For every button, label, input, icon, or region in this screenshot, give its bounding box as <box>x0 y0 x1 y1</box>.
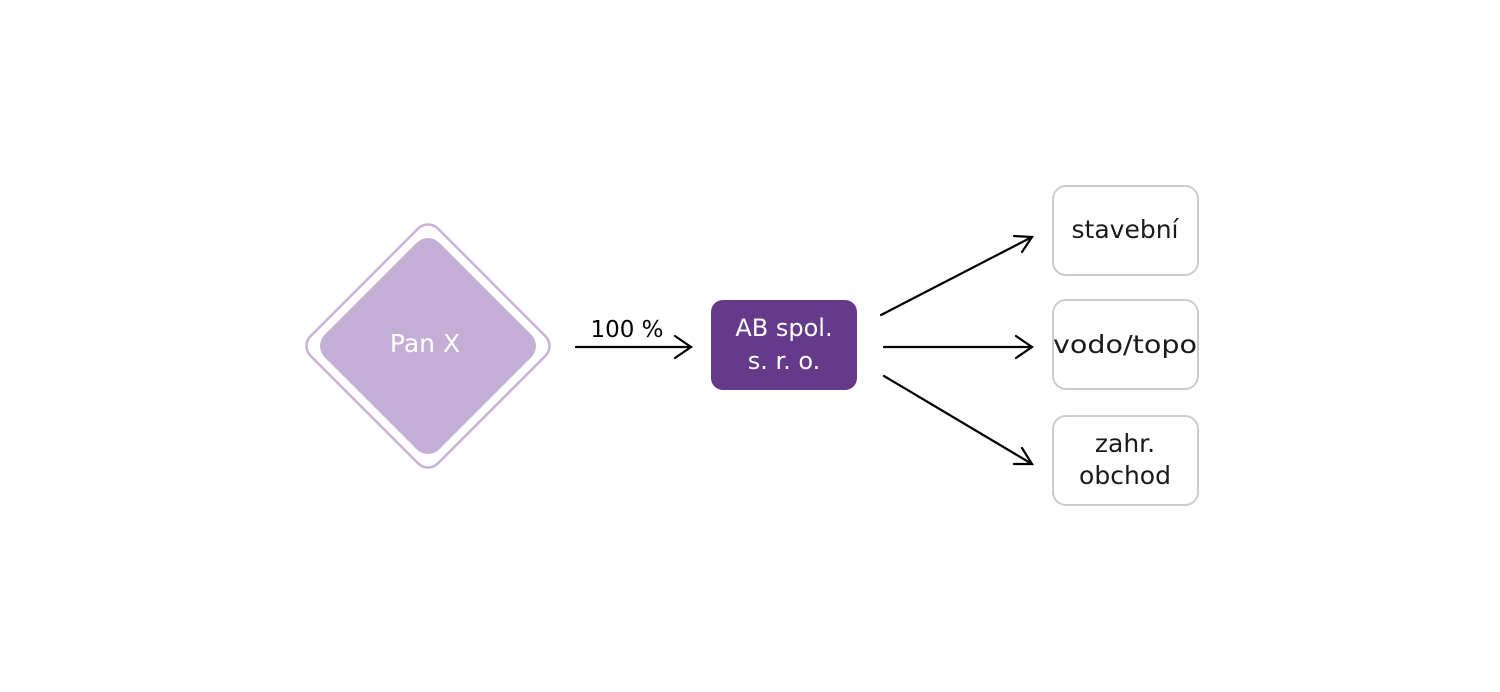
arrow-to-division-3 <box>882 374 1034 466</box>
division-node-label-line2: obchod <box>1079 461 1171 490</box>
owner-node-label: Pan X <box>390 329 460 358</box>
owner-node-shape <box>320 238 536 454</box>
division-node-shape <box>1052 185 1199 276</box>
ownership-arrowhead <box>673 334 693 360</box>
arrowhead-division-3 <box>1012 446 1034 466</box>
division-node-stavebni: stavební <box>1052 185 1199 276</box>
division-node-zahr-obchod: zahr. obchod <box>1052 415 1199 506</box>
division-arrows <box>879 234 1034 466</box>
company-node-label-line1: AB spol. <box>735 314 832 342</box>
division-node-shape <box>1052 415 1199 506</box>
division-node-label-line1: zahr. <box>1095 429 1155 458</box>
division-node-label: vodo/topo <box>1053 330 1197 359</box>
arrowhead-division-2 <box>1014 334 1034 360</box>
division-node-label: stavební <box>1072 215 1180 244</box>
ownership-edge: 100 % <box>574 317 693 360</box>
owner-node: Pan X <box>305 223 551 469</box>
company-node-shape <box>711 300 857 390</box>
arrowhead-division-1 <box>1012 234 1034 254</box>
company-node-label-line2: s. r. o. <box>748 347 821 375</box>
division-node-vodo-topo: vodo/topo <box>1052 299 1199 390</box>
division-node-shape <box>1052 299 1199 390</box>
owner-node-outline <box>305 223 551 469</box>
company-node: AB spol. s. r. o. <box>711 300 857 390</box>
ownership-percentage-label: 100 % <box>590 317 663 343</box>
arrow-to-division-1 <box>879 235 1034 317</box>
